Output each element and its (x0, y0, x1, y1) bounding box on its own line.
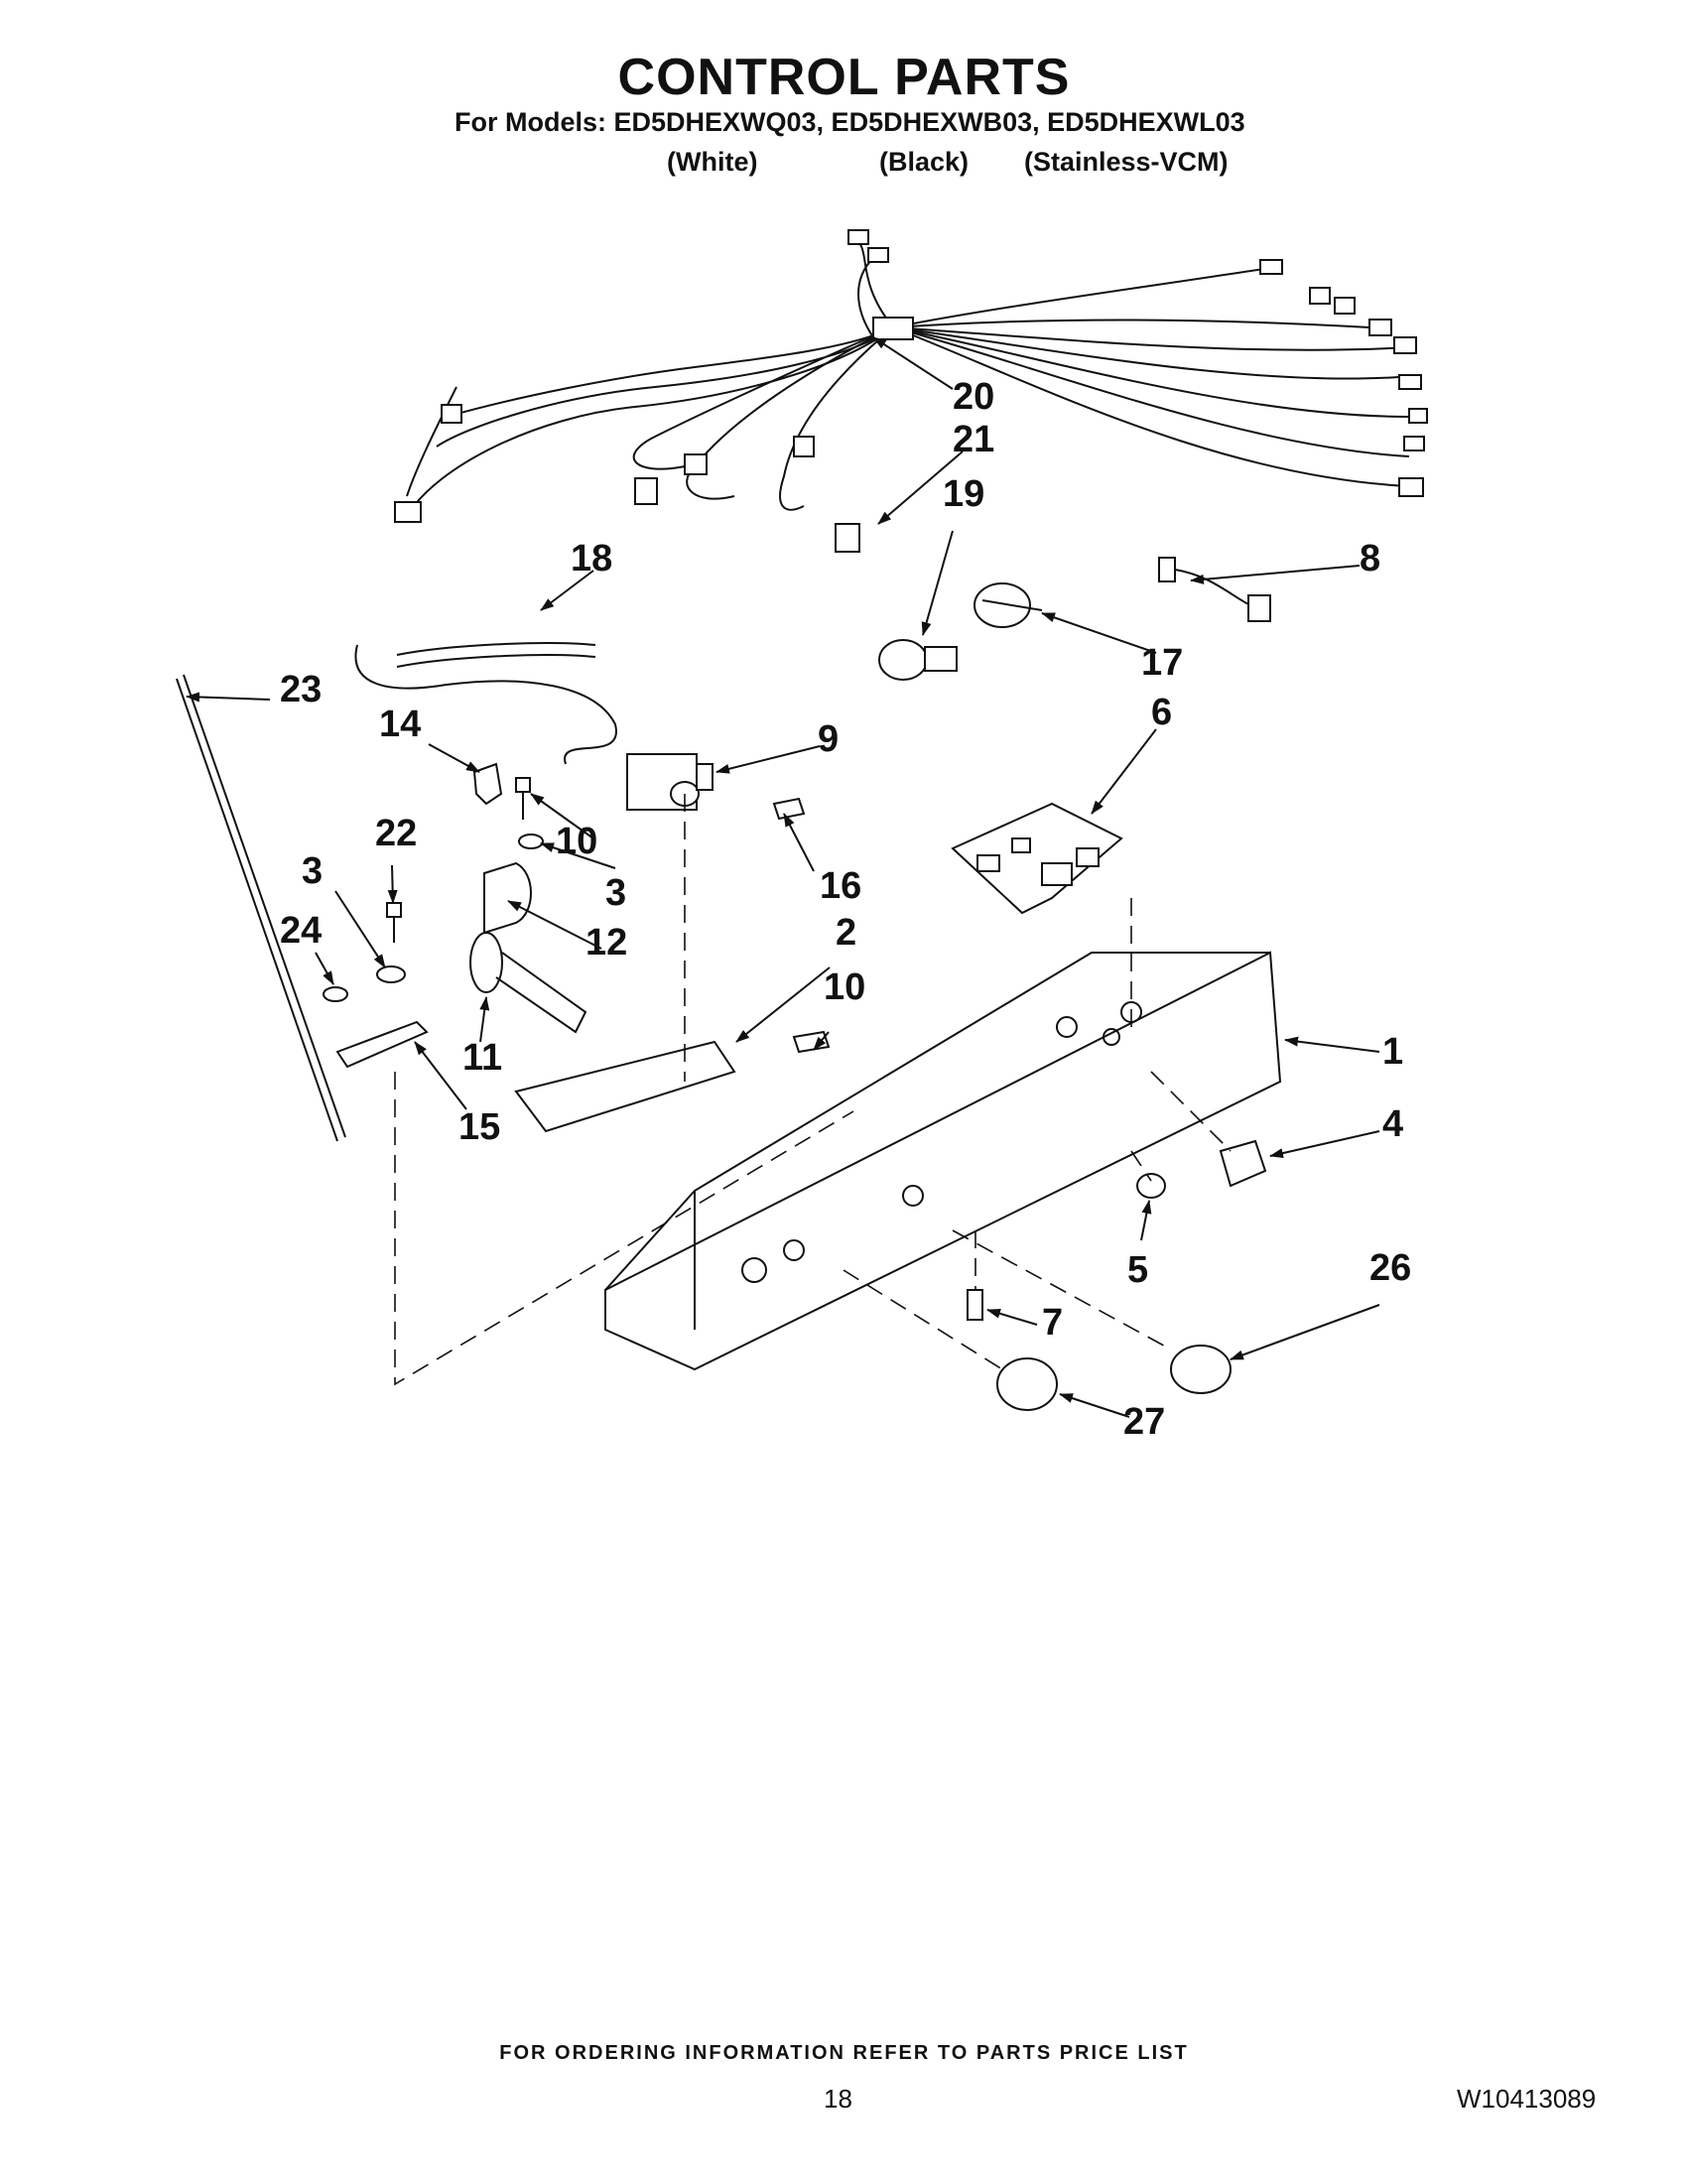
knob-11 (469, 932, 587, 1034)
models-line: For Models: ED5DHEXWQ03, ED5DHEXWB03, ED… (454, 107, 1245, 137)
washer-24 (323, 986, 348, 1002)
callout-20: 20 (953, 376, 994, 418)
switch-4 (1219, 1139, 1267, 1188)
washer-3b (376, 965, 406, 983)
callout-17: 17 (1141, 642, 1183, 684)
variant-stainless: (Stainless-VCM) (1024, 147, 1229, 177)
callout-2: 2 (836, 912, 856, 954)
callout-10a: 10 (556, 821, 597, 862)
rod-23 (176, 674, 346, 1142)
part-21 (835, 523, 860, 553)
callout-5: 5 (1127, 1249, 1148, 1291)
callout-26: 26 (1369, 1247, 1411, 1289)
document-number: W10413089 (1457, 2084, 1597, 2114)
button-5 (1136, 1173, 1166, 1199)
thermostat-9 (626, 753, 714, 811)
housing-1 (604, 951, 1282, 1371)
callout-1: 1 (1382, 1031, 1403, 1073)
callout-9: 9 (818, 718, 839, 760)
callout-7: 7 (1042, 1302, 1063, 1344)
callout-19: 19 (943, 473, 984, 515)
callout-12: 12 (585, 922, 627, 964)
control-board-6 (951, 802, 1123, 915)
callout-3b: 3 (605, 872, 626, 914)
callout-3a: 3 (302, 850, 323, 892)
bracket-2 (514, 1040, 736, 1133)
part-26 (1170, 1345, 1232, 1394)
part-8-harness (1158, 557, 1271, 622)
callout-22: 22 (375, 813, 417, 854)
actuator-15 (335, 1020, 429, 1069)
variant-black: (Black) (879, 147, 970, 177)
wire-harness (394, 229, 1428, 523)
light-bulb-and-socket (878, 582, 1043, 681)
callout-15: 15 (458, 1106, 500, 1148)
callout-6: 6 (1151, 692, 1172, 733)
screw-10a (515, 777, 531, 820)
page-number: 18 (824, 2084, 852, 2114)
bracket-14 (472, 762, 503, 806)
callout-23: 23 (280, 669, 322, 710)
washer-3a (518, 834, 544, 849)
tube-18 (354, 642, 617, 765)
callout-8: 8 (1360, 538, 1380, 579)
callout-27: 27 (1123, 1401, 1165, 1443)
part-12 (483, 861, 532, 935)
screw-16 (772, 797, 806, 821)
page-title: CONTROL PARTS (617, 49, 1071, 106)
callout-21: 21 (953, 419, 994, 460)
exploded-parts-diagram: 20 21 19 18 8 17 23 14 9 6 10 22 3 3 16 … (176, 229, 1428, 1443)
callout-11: 11 (462, 1037, 502, 1079)
callout-18: 18 (571, 538, 612, 579)
callout-4: 4 (1382, 1103, 1403, 1145)
variant-white: (White) (667, 147, 758, 177)
callout-14: 14 (379, 704, 421, 745)
screw-22 (386, 902, 402, 943)
callout-10b: 10 (824, 966, 865, 1008)
screw-7 (967, 1289, 983, 1321)
ordering-info: FOR ORDERING INFORMATION REFER TO PARTS … (499, 2042, 1189, 2064)
part-27 (996, 1357, 1058, 1411)
callout-16: 16 (820, 865, 861, 907)
screw-10b (792, 1030, 831, 1054)
callout-24: 24 (280, 910, 322, 952)
